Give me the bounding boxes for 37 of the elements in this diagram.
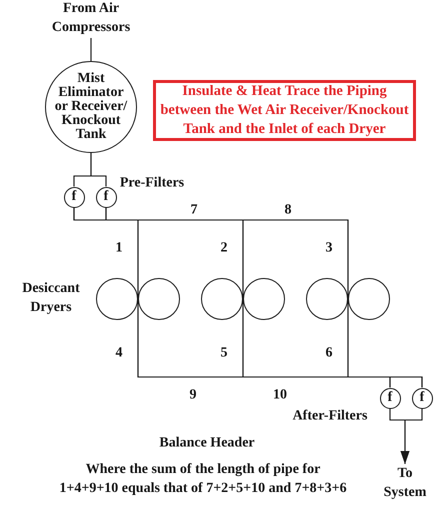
segment-number: 10 — [273, 386, 287, 404]
filter-circle — [412, 388, 432, 408]
tank-label: Mist Eliminator or Receiver/ Knockout Tank — [54, 72, 128, 142]
source-label: From Air Compressors — [36, 0, 146, 38]
note-text: Where the sum of the length of pipe for 1+4+9+10 equals that of 7+2+5+10 and 7+8+3+6 — [58, 461, 348, 498]
segment-number: 3 — [326, 240, 332, 258]
dryer-circle — [96, 278, 138, 320]
segment-number: 5 — [220, 344, 228, 362]
group-label: After-Filters — [292, 408, 368, 426]
dryer-circle — [201, 278, 243, 320]
filter-label: f — [420, 391, 424, 405]
filter-label: f — [72, 190, 76, 204]
segment-number: 6 — [326, 344, 332, 362]
segment-number: 9 — [190, 386, 196, 404]
segment-number: 4 — [116, 344, 122, 362]
note-text: Insulate & Heat Trace the Piping between the Wet Air Receiver/Knockout Tank and the Inlet of each Dryer — [159, 82, 410, 139]
pipe-line — [90, 38, 92, 61]
filter-circle — [96, 186, 116, 208]
tank-circle — [45, 61, 137, 153]
segment-number: 7 — [190, 202, 198, 220]
filter-circle — [380, 388, 400, 408]
segment-number: 1 — [116, 240, 122, 258]
dryer-circle — [243, 278, 285, 320]
destination-label: To System — [375, 464, 435, 502]
segment-number: 8 — [284, 202, 292, 220]
flow-arrow — [400, 408, 423, 464]
pipe-line — [90, 153, 107, 186]
dryer-circle — [138, 278, 180, 320]
dryer-circle — [348, 278, 390, 320]
group-label: Desiccant Dryers — [21, 280, 81, 317]
dryer-circle — [306, 278, 348, 320]
segment-number: 2 — [220, 240, 228, 258]
note-text: Balance Header — [159, 434, 255, 452]
filter-label: f — [104, 190, 108, 204]
group-label: Pre-Filters — [120, 174, 184, 192]
filter-circle — [64, 186, 84, 208]
filter-label: f — [388, 391, 392, 405]
